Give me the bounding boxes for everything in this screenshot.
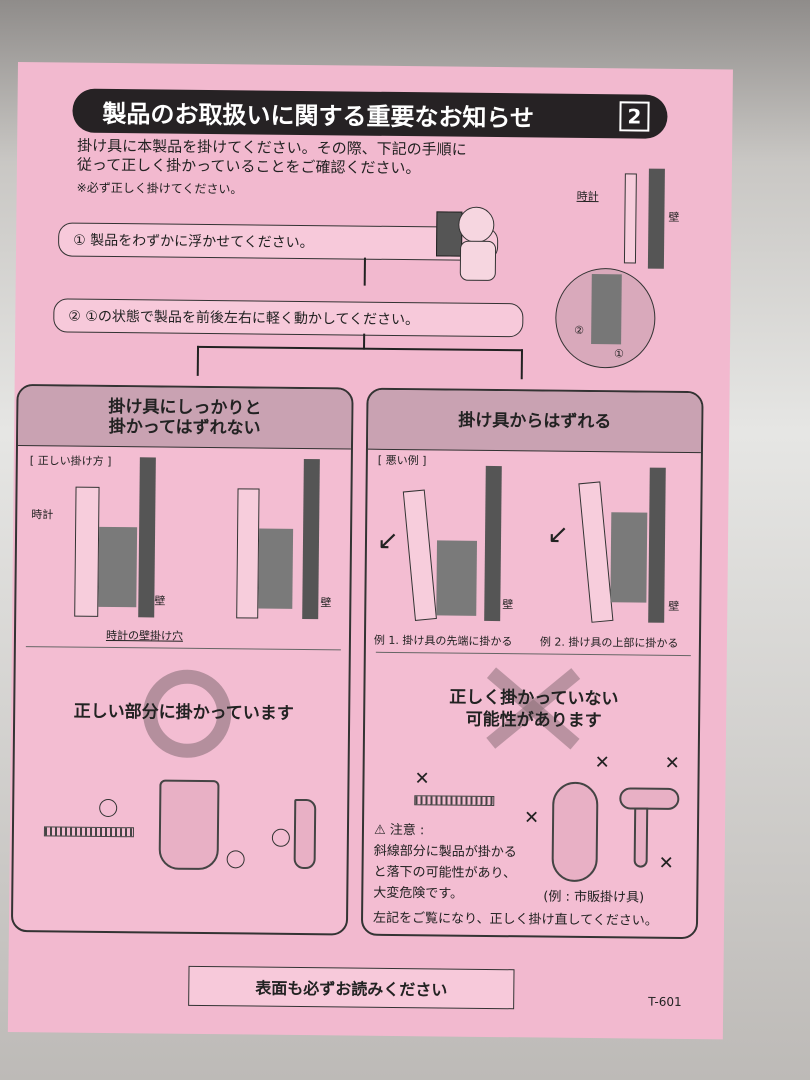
circle-mark-icon xyxy=(99,798,118,818)
wire-hook-icon xyxy=(293,798,317,870)
example-1: 例 1. 掛け具の先端に掛かる xyxy=(373,633,513,649)
x-mark-icon: ✕ xyxy=(414,768,430,790)
wrong-message: 正しく掛かっていない可能性があります xyxy=(365,686,702,734)
wrong-heading: 掛け具からはずれる xyxy=(367,389,702,454)
clock-label: 時計 xyxy=(31,508,54,522)
oval-hook-icon xyxy=(551,781,599,883)
tilt-arrow-icon: ↙ xyxy=(376,525,399,557)
side-diagram: 時計 壁 ② ① xyxy=(554,168,687,369)
sublabel: [ 悪い例 ] xyxy=(377,453,427,468)
bottom-notice: 表面も必ずお読みください xyxy=(188,965,515,1010)
x-mark-icon: ✕ xyxy=(594,752,610,774)
x-mark-icon: ✕ xyxy=(664,752,680,774)
circle-mark-icon xyxy=(226,850,245,869)
mark-1: ① xyxy=(613,347,624,361)
branch-line xyxy=(197,345,524,352)
screw-icon xyxy=(414,795,495,807)
rehang-instruction: 左記をご覧になり、正しく掛け直してください。 xyxy=(372,910,658,929)
correct-heading: 掛け具にしっかりと掛かってはずれない xyxy=(17,386,352,450)
example-2: 例 2. 掛け具の上部に掛かる xyxy=(539,635,679,650)
caution-line: と落下の可能性があり、 xyxy=(373,864,517,882)
mark-2: ② xyxy=(574,323,585,337)
title-bar: 製品のお取扱いに関する重要なお知らせ 2 xyxy=(72,88,668,139)
hole-label: 時計の壁掛け穴 xyxy=(105,628,184,643)
caution-text: ⚠ 注意 : 斜線部分に製品が掛かる と落下の可能性があり、 大変危険です。 xyxy=(373,820,517,905)
wall-label: 壁 xyxy=(502,598,514,612)
circle-mark-icon xyxy=(271,828,290,847)
arrow-right-branch xyxy=(520,349,524,380)
wrong-panel: 掛け具からはずれる [ 悪い例 ] 壁 壁 ↙ ↙ 例 1. 掛け具の先端に掛か… xyxy=(360,387,704,940)
title-number: 2 xyxy=(619,101,650,132)
screw-icon xyxy=(43,826,134,838)
heading-line: 掛け具にしっかりと xyxy=(108,396,262,419)
message-line: 可能性があります xyxy=(465,709,602,732)
step-1: ① 製品をわずかに浮かせてください。 xyxy=(57,222,499,262)
sublabel: [ 正しい掛け方 ] xyxy=(29,454,112,468)
correct-panel: 掛け具にしっかりと掛かってはずれない [ 正しい掛け方 ] 時計 壁 壁 時計の… xyxy=(10,384,354,936)
double-hook-icon xyxy=(619,787,680,810)
intro-line: 従って正しく掛かっていることをご確認ください。 xyxy=(76,155,421,178)
caution-line: 斜線部分に製品が掛かる xyxy=(373,843,517,861)
clock-label: 時計 xyxy=(576,189,599,204)
correct-message: 正しい部分に掛かっています xyxy=(73,701,294,724)
person-illustration xyxy=(435,206,497,282)
wall-label: 壁 xyxy=(668,599,680,613)
document-code: T-601 xyxy=(648,994,682,1010)
hook-icon xyxy=(158,779,220,871)
caution-line: 大変危険です。 xyxy=(373,885,464,902)
wall-label: 壁 xyxy=(668,210,680,224)
wall-label: 壁 xyxy=(154,594,166,608)
intro-text: 掛け具に本製品を掛けてください。その際、下記の手順に 従って正しく掛かっているこ… xyxy=(77,137,467,179)
step-2: ② ①の状態で製品を前後左右に軽く動かしてください。 xyxy=(53,298,524,338)
arrow-left-branch xyxy=(196,345,200,376)
caution-title: ⚠ 注意 : xyxy=(373,822,425,839)
instruction-sheet: 製品のお取扱いに関する重要なお知らせ 2 掛け具に本製品を掛けてください。その際… xyxy=(7,62,733,1040)
heading-line: 掛かってはずれない xyxy=(108,416,261,439)
hook-stem xyxy=(633,807,649,868)
x-mark-icon: ✕ xyxy=(658,852,674,874)
commercial-hook-label: (例 : 市販掛け具) xyxy=(543,889,645,906)
note: ※必ず正しく掛けてください。 xyxy=(76,180,243,197)
wall-label: 壁 xyxy=(320,596,332,610)
page-title: 製品のお取扱いに関する重要なお知らせ xyxy=(102,99,535,132)
arrow-down xyxy=(363,257,366,286)
tilt-arrow-icon: ↙ xyxy=(546,519,570,550)
x-mark-icon: ✕ xyxy=(524,807,540,829)
